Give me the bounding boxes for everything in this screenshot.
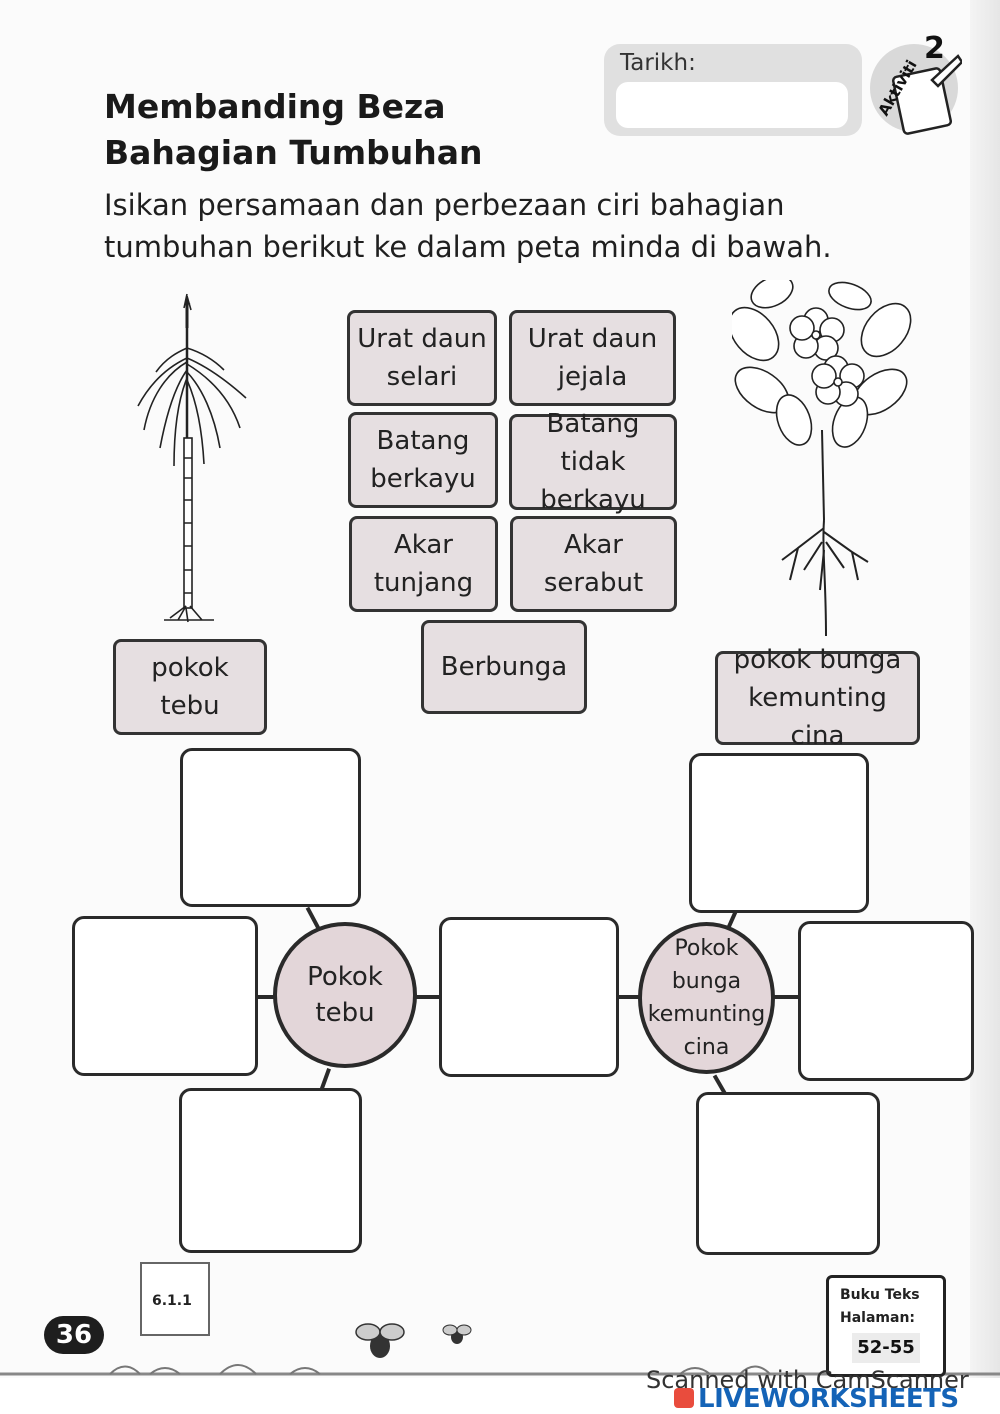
liveworksheets-logo-icon bbox=[674, 1388, 694, 1408]
circle-line: tebu bbox=[315, 998, 375, 1028]
word-card-line: berkayu bbox=[370, 464, 476, 494]
instruction-line-1: Isikan persamaan dan perbezaan ciri baha… bbox=[104, 188, 785, 222]
answer-box-tebu-left[interactable] bbox=[72, 916, 258, 1076]
answer-box-kemunting-right[interactable] bbox=[798, 921, 974, 1081]
liveworksheets-watermark: LIVEWORKSHEETS bbox=[698, 1384, 959, 1414]
textbook-pages: 52-55 bbox=[852, 1333, 920, 1363]
answer-box-tebu-bottom[interactable] bbox=[179, 1088, 362, 1253]
word-card-line: selari bbox=[386, 362, 458, 392]
plant-label-line: tebu bbox=[160, 691, 220, 721]
mind-map-center-pokok-tebu: Pokok tebu bbox=[273, 922, 417, 1068]
word-card-akar-tunjang[interactable]: Akar tunjang bbox=[349, 516, 498, 612]
word-card-line: jejala bbox=[557, 362, 628, 392]
answer-box-tebu-top[interactable] bbox=[180, 748, 361, 907]
answer-box-kemunting-top[interactable] bbox=[689, 753, 869, 913]
circle-line: cina bbox=[683, 1035, 730, 1060]
circle-line: Pokok bbox=[674, 936, 739, 961]
connector-line bbox=[617, 995, 641, 999]
answer-box-kemunting-bottom[interactable] bbox=[696, 1092, 880, 1255]
word-card-urat-daun-selari[interactable]: Urat daun selari bbox=[347, 310, 497, 406]
word-card-line: Berbunga bbox=[440, 652, 568, 682]
kemunting-cina-illustration bbox=[732, 280, 912, 637]
fly-icon bbox=[355, 1323, 405, 1358]
word-card-line: Urat daun bbox=[357, 324, 487, 354]
textbook-pages-label: Halaman: bbox=[840, 1310, 916, 1326]
word-card-line: Urat daun bbox=[527, 324, 658, 354]
connector-line bbox=[770, 995, 800, 999]
word-card-line: berkayu bbox=[540, 485, 646, 515]
instructions: Isikan persamaan dan perbezaan ciri baha… bbox=[104, 184, 832, 268]
flower-2 bbox=[811, 355, 865, 407]
word-card-urat-daun-jejala[interactable]: Urat daun jejala bbox=[509, 310, 676, 406]
textbook-label: Buku Teks bbox=[840, 1287, 920, 1303]
date-input[interactable] bbox=[616, 82, 848, 128]
word-card-batang-berkayu[interactable]: Batang berkayu bbox=[348, 412, 498, 508]
answer-box-similarity[interactable] bbox=[439, 917, 619, 1077]
circle-line: Pokok bbox=[307, 962, 383, 992]
flower-1 bbox=[789, 307, 845, 361]
instruction-line-2: tumbuhan berikut ke dalam peta minda di … bbox=[104, 230, 832, 264]
plant-label-pokok-tebu: pokok tebu bbox=[113, 639, 267, 735]
notepad-icon bbox=[140, 1262, 210, 1336]
circle-line: kemunting bbox=[647, 1002, 766, 1027]
small-fly-icon bbox=[442, 1324, 472, 1344]
page-number: 36 bbox=[44, 1316, 104, 1354]
word-card-line: serabut bbox=[543, 568, 644, 598]
pencil-icon bbox=[930, 54, 962, 88]
page-edge-shadow bbox=[970, 0, 1000, 1413]
word-card-berbunga[interactable]: Berbunga bbox=[421, 620, 587, 714]
title-line-2: Bahagian Tumbuhan bbox=[104, 133, 483, 172]
title-line-1: Membanding Beza bbox=[104, 87, 446, 126]
word-card-line: Batang tidak bbox=[546, 409, 640, 477]
mind-map-center-kemunting-cina: Pokok bunga kemunting cina bbox=[638, 922, 775, 1074]
connector-line bbox=[414, 995, 440, 999]
activity-badge: Aktiviti 2 bbox=[870, 31, 962, 135]
scanner-watermark: Scanned with CamScanner bbox=[646, 1366, 969, 1394]
date-label: Tarikh: bbox=[620, 50, 696, 76]
word-card-line: Akar bbox=[563, 530, 623, 560]
connector-line bbox=[257, 995, 277, 999]
watermark-bar bbox=[0, 1378, 1000, 1413]
word-card-akar-serabut[interactable]: Akar serabut bbox=[510, 516, 677, 612]
activity-number: 2 bbox=[924, 31, 945, 66]
plant-label-line: kemunting cina bbox=[748, 683, 887, 751]
worksheet-title: Membanding Beza Bahagian Tumbuhan bbox=[104, 84, 483, 176]
plant-label-line: pokok bunga bbox=[733, 645, 902, 675]
word-card-line: Akar bbox=[393, 530, 453, 560]
circle-line: bunga bbox=[671, 969, 742, 994]
sugarcane-illustration bbox=[137, 293, 247, 623]
word-card-batang-tidak-berkayu[interactable]: Batang tidak berkayu bbox=[509, 409, 677, 515]
plant-label-line: pokok bbox=[151, 653, 229, 683]
word-card-line: tunjang bbox=[373, 568, 474, 598]
plant-label-kemunting-cina: pokok bunga kemunting cina bbox=[715, 645, 920, 751]
standard-code: 6.1.1 bbox=[152, 1293, 192, 1309]
word-card-line: Batang bbox=[376, 426, 470, 456]
